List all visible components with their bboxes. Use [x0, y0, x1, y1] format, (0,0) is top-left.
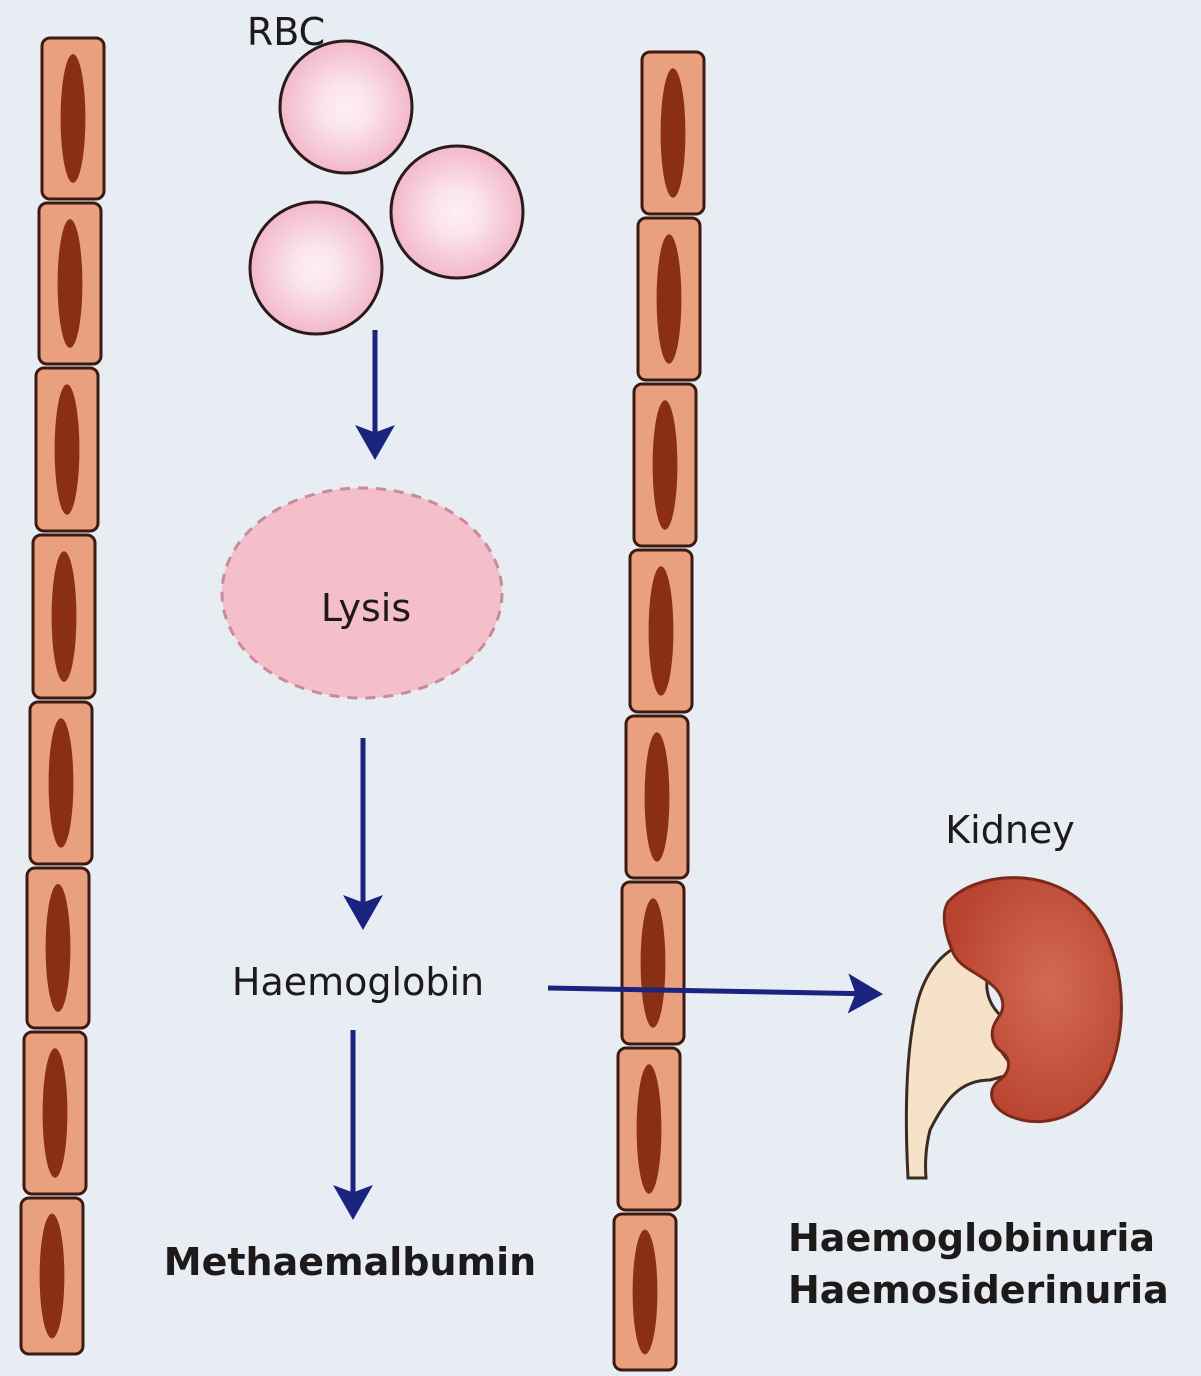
- cell-nucleus: [46, 884, 71, 1012]
- cell-nucleus: [55, 384, 80, 514]
- endothelial-cell: [24, 1032, 86, 1194]
- endothelial-cell: [614, 1214, 676, 1370]
- cell-nucleus: [653, 400, 678, 530]
- cell-nucleus: [637, 1064, 662, 1194]
- lysis-label: Lysis: [321, 586, 411, 630]
- cell-nucleus: [661, 68, 686, 198]
- cell-nucleus: [49, 718, 74, 848]
- cell-nucleus: [641, 898, 666, 1028]
- arrow-haemoglobin-to-kidney: [548, 988, 878, 994]
- endothelial-cell: [33, 535, 95, 698]
- haemoglobin-label: Haemoglobin: [232, 960, 484, 1004]
- endothelial-cell: [618, 1048, 680, 1210]
- rbc-label: RBC: [247, 10, 325, 54]
- cell-nucleus: [58, 219, 83, 348]
- rbc-cell: [280, 41, 412, 173]
- endothelial-cell: [626, 716, 688, 878]
- rbc-cell: [391, 146, 523, 278]
- endothelial-cell: [638, 218, 700, 380]
- cell-nucleus: [43, 1048, 68, 1178]
- right-vessel-wall: [614, 52, 704, 1370]
- cell-nucleus: [657, 234, 682, 364]
- methaemalbumin-label: Methaemalbumin: [164, 1240, 536, 1284]
- endothelial-cell: [27, 868, 89, 1028]
- cell-nucleus: [52, 551, 77, 681]
- cell-nucleus: [40, 1214, 65, 1339]
- haemoglobinuria-label: Haemoglobinuria: [788, 1216, 1155, 1260]
- left-vessel-wall: [21, 38, 104, 1354]
- cell-nucleus: [649, 566, 674, 696]
- endothelial-cell: [642, 52, 704, 214]
- endothelial-cell: [622, 882, 684, 1044]
- endothelial-cell: [21, 1198, 83, 1354]
- kidney-icon: [906, 878, 1121, 1178]
- rbc-group: [250, 41, 523, 334]
- endothelial-cell: [30, 702, 92, 864]
- endothelial-cell: [630, 550, 692, 712]
- rbc-cell: [250, 202, 382, 334]
- endothelial-cell: [634, 384, 696, 546]
- cell-nucleus: [645, 732, 670, 862]
- cell-nucleus: [61, 54, 86, 183]
- haemosiderinuria-label: Haemosiderinuria: [788, 1268, 1169, 1312]
- kidney-label: Kidney: [945, 808, 1075, 852]
- endothelial-cell: [36, 368, 98, 531]
- cell-nucleus: [633, 1230, 658, 1355]
- endothelial-cell: [39, 203, 101, 364]
- endothelial-cell: [42, 38, 104, 199]
